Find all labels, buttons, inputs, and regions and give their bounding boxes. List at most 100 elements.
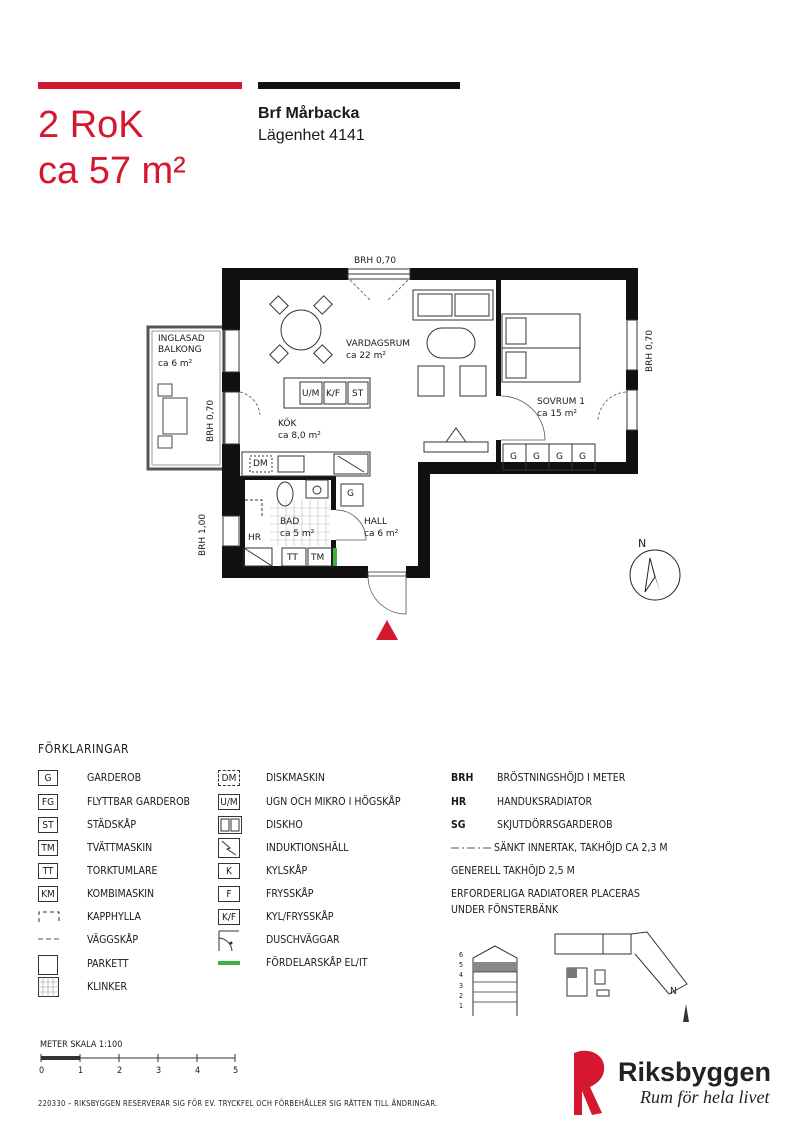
legend-label: BRÖSTNINGSHÖJD I METER (497, 772, 626, 784)
legend-icon-st: ST (38, 817, 58, 833)
floor-number: 1 (459, 1002, 464, 1011)
balcony-outline (146, 325, 226, 471)
legend-label: FLYTTBAR GARDEROB (87, 796, 190, 808)
legend-icon-fg: FG (38, 794, 58, 810)
compass-icon (629, 549, 681, 601)
site-n-label: N (670, 986, 677, 997)
legend-icon-dm: DM (218, 770, 240, 786)
note-radiators-1: ERFORDERLIGA RADIATORER PLACERAS (451, 888, 640, 900)
legend-label: DUSCHVÄGGAR (266, 934, 340, 946)
bathroom-tiles (270, 500, 330, 546)
vaggskap-icon (38, 938, 60, 940)
vardagsrum-area: ca 22 m² (346, 351, 387, 361)
hall-name: HALL (364, 517, 387, 527)
scale-bar (40, 1054, 236, 1062)
fixture-st: ST (352, 389, 364, 399)
floor-number: 5 (459, 961, 464, 970)
bad-name: BAD (280, 517, 300, 527)
legend-label: TVÄTTMASKIN (87, 842, 153, 854)
hall-area: ca 6 m² (364, 529, 399, 539)
legend-icon-km: KM (38, 886, 58, 902)
sofa (412, 289, 494, 453)
sovrum-name: SOVRUM 1 (537, 397, 585, 407)
legend-abbr: SG (451, 819, 466, 831)
fixture-tt: TT (287, 553, 298, 563)
fixture-g-4: G (579, 452, 586, 462)
legend-label: KLINKER (87, 981, 128, 993)
legend-label: FÖRDELARSKÅP EL/IT (266, 957, 368, 969)
apartment-area: ca 57 m² (38, 150, 186, 192)
legend-icon-k: K (218, 863, 240, 879)
scale-tick: 4 (195, 1066, 201, 1076)
fixture-g-1: G (510, 452, 517, 462)
legend-icon-kf: K/F (218, 909, 240, 925)
brh-top-label: BRH 0,70 (354, 256, 397, 266)
floor-highlight (473, 962, 517, 972)
scale-tick: 1 (78, 1066, 84, 1076)
kok-area: ca 8,0 m² (278, 431, 321, 441)
wardrobes (502, 443, 596, 471)
kitchen-counter (241, 451, 371, 477)
fixture-kf: K/F (326, 389, 341, 399)
note-ceiling-general: GENERELL TAKHÖJD 2,5 M (451, 865, 575, 877)
bed (501, 313, 581, 383)
scale-tick: 0 (39, 1066, 45, 1076)
outer-walls (222, 268, 638, 578)
scale-tick: 2 (117, 1066, 123, 1076)
scale-tick: 3 (156, 1066, 162, 1076)
fixture-hr: HR (248, 533, 262, 543)
lowered-ceiling-line-icon (451, 847, 491, 849)
project-name: Brf Mårbacka (258, 105, 360, 122)
apartment-number: Lägenhet 4141 (258, 127, 365, 144)
floor-number: 2 (459, 991, 464, 1000)
floor-number: 3 (459, 981, 464, 990)
legend-label: DISKHO (266, 819, 303, 831)
legend-abbr: HR (451, 796, 467, 808)
legend-title: FÖRKLARINGAR (38, 742, 129, 756)
compass-n-label: N (638, 537, 647, 550)
balkong-name: INGLASAD BALKONG (158, 334, 205, 355)
bathroom-fixtures (243, 479, 333, 567)
legend-label: KAPPHYLLA (87, 911, 141, 923)
note-radiators-2: UNDER FÖNSTERBÄNK (451, 904, 559, 916)
room-count: 2 RoK (38, 104, 144, 146)
legend-label: GARDEROB (87, 772, 142, 784)
logo-slogan: Rum för hela livet (640, 1087, 770, 1107)
legend-label: TORKTUMLARE (87, 865, 158, 877)
duschvaggar-icon (218, 930, 239, 952)
legend-label: KOMBIMASKIN (87, 888, 155, 900)
floor-number: 4 (459, 971, 464, 980)
brh-right-label: BRH 0,70 (645, 329, 655, 372)
induktionshall-icon (218, 838, 240, 858)
legend-icon-um: U/M (218, 794, 240, 810)
legend-icon-tm: TM (38, 840, 58, 856)
entrance-arrow (376, 620, 398, 640)
legend-label: DISKMASKIN (266, 772, 325, 784)
fixture-g-hall: G (347, 489, 354, 499)
diskho-icon (218, 816, 242, 834)
kapphylla-icon (38, 911, 60, 922)
floor-number: 6 (459, 951, 464, 959)
kitchen-island (283, 377, 371, 409)
klinker-icon (38, 977, 59, 997)
floor-plan (146, 268, 681, 640)
sovrum-area: ca 15 m² (537, 409, 578, 419)
balkong-area: ca 6 m² (158, 359, 193, 369)
legend-label: KYLSKÅP (266, 865, 308, 877)
bad-area: ca 5 m² (280, 529, 315, 539)
fixture-dm: DM (253, 459, 268, 469)
scale-tick: 5 (233, 1066, 239, 1076)
riksbyggen-logo-icon (574, 1050, 605, 1115)
legend-icon-f: F (218, 886, 240, 902)
header-black-bar (258, 82, 460, 89)
fixture-tm: TM (311, 553, 325, 563)
legend-label: SKJUTDÖRRSGARDEROB (497, 819, 613, 831)
header-red-bar (38, 82, 242, 89)
fixture-um: U/M (302, 389, 320, 399)
scale-title: METER SKALA 1:100 (40, 1040, 123, 1050)
legend-label: FRYSSKÅP (266, 888, 314, 900)
legend-label: VÄGGSKÅP (87, 934, 139, 946)
kok-name: KÖK (278, 419, 297, 429)
fordelarskap-marker (333, 548, 337, 566)
balcony-table (162, 397, 188, 435)
